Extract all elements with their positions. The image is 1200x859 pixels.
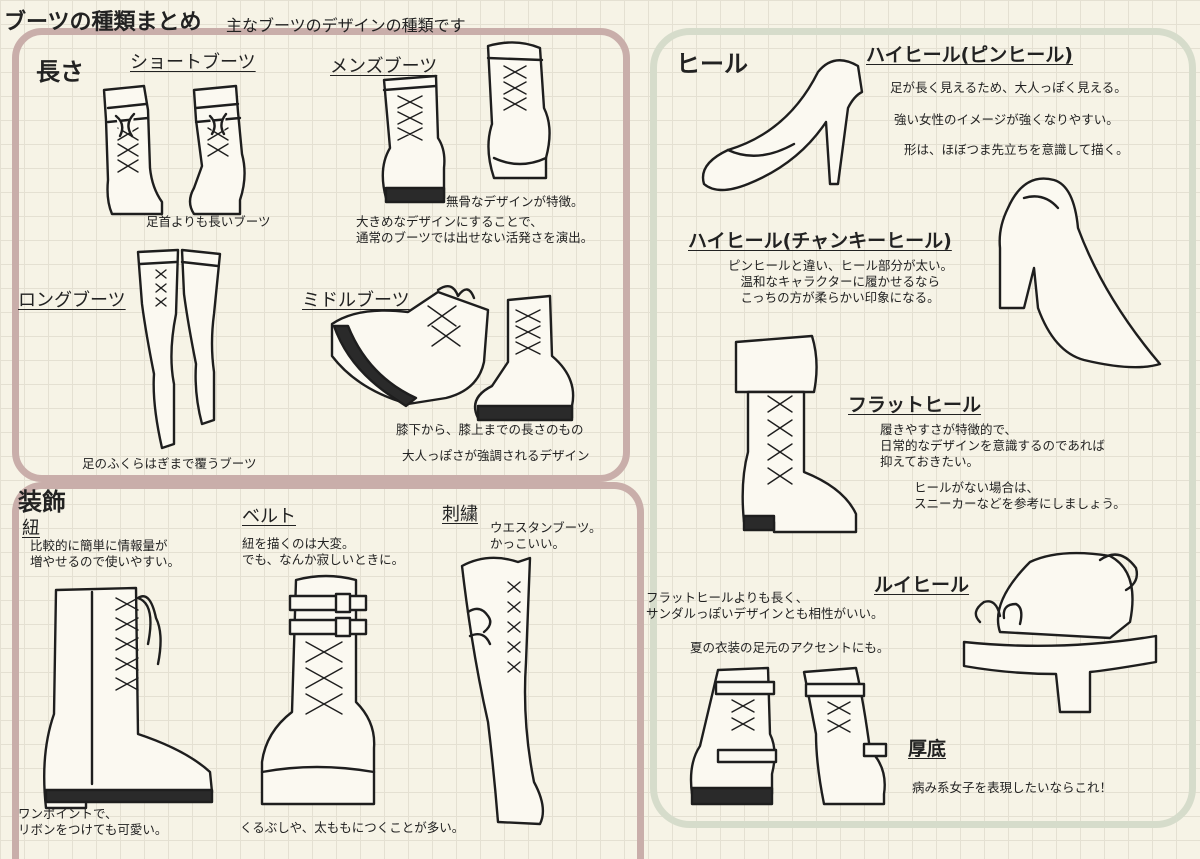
- mens-boots-note-2: 大きめなデザインにすることで、 通常のブーツでは出せない活発さを演出。: [356, 214, 594, 245]
- middle-boots-note-1: 膝下から、膝上までの長さのもの: [396, 422, 584, 437]
- pin-heel-note-1: 足が長く見えるため、大人っぽく見える。: [890, 80, 1127, 95]
- page-title: ブーツの種類まとめ: [4, 10, 202, 35]
- decoration-heading: 装飾: [18, 488, 66, 516]
- pin-heel-drawing: [701, 59, 864, 192]
- himo-note-2: ワンポイントで、 リボンをつけても可愛い。: [18, 806, 168, 837]
- mens-boots-label: メンズブーツ: [330, 56, 438, 77]
- heel-panel: [650, 28, 1196, 828]
- atsuzoko-label: 厚底: [908, 738, 947, 760]
- pin-heel-note-3: 形は、ほぼつま先立ちを意識して描く。: [904, 142, 1129, 157]
- flat-heel-note-2: ヒールがない場合は、 スニーカーなどを参考にしましょう。: [914, 480, 1126, 511]
- belt-note-2: くるぶしや、太ももにつくことが多い。: [240, 820, 465, 835]
- atsuzoko-note: 病み系女子を表現したいならこれ！: [912, 780, 1113, 795]
- louis-heel-note-1: フラットヒールよりも長く、 サンダルっぽいデザインとも相性がいい。: [646, 590, 884, 621]
- long-boots-drawing: [136, 248, 222, 450]
- length-heading: 長さ: [36, 58, 84, 86]
- long-boots-label: ロングブーツ: [18, 290, 126, 311]
- pin-heel-label: ハイヒール(ピンヒール): [866, 44, 1073, 66]
- himo-boot-drawing: [43, 586, 214, 810]
- shishu-note: ウエスタンブーツ。 かっこいい。: [490, 520, 602, 551]
- belt-label: ベルト: [242, 506, 296, 527]
- chunky-heel-label: ハイヒール(チャンキーヒール): [688, 230, 952, 252]
- heel-heading: ヒール: [676, 50, 748, 78]
- short-boots-note: 足首よりも長いブーツ: [146, 214, 271, 229]
- middle-boots-note-2: 大人っぽさが強調されるデザイン: [402, 448, 590, 463]
- himo-note-1: 比較的に簡単に情報量が 増やせるので使いやすい。: [30, 538, 181, 569]
- pin-heel-note-2: 強い女性のイメージが強くなりやすい。: [894, 112, 1119, 127]
- flat-heel-note-1: 履きやすさが特徴的で、 日常的なデザインを意識するのであれば 抑えておきたい。: [880, 422, 1105, 469]
- louis-heel-label: ルイヒール: [874, 574, 970, 596]
- himo-label: 紐: [22, 518, 40, 539]
- shishu-boot-drawing: [460, 556, 545, 826]
- middle-boots-drawing: [330, 284, 575, 422]
- flat-heel-drawing: [734, 334, 858, 534]
- louis-heel-note-2: 夏の衣装の足元のアクセントにも。: [690, 640, 890, 655]
- short-boots-drawing: [102, 84, 246, 216]
- length-panel: [12, 28, 630, 482]
- short-boots-label: ショートブーツ: [130, 52, 256, 73]
- atsuzoko-drawing: [689, 666, 888, 806]
- belt-boot-drawing: [260, 574, 376, 806]
- chunky-heel-note: ピンヒールと違い、ヒール部分が太い。 温和なキャラクターに履かせるなら こっちの…: [728, 258, 954, 305]
- flat-heel-label: フラットヒール: [848, 394, 982, 416]
- shishu-label: 刺繍: [442, 504, 478, 525]
- middle-boots-label: ミドルブーツ: [302, 290, 410, 311]
- mens-boots-drawing: [381, 41, 551, 204]
- page-lead: 主なブーツのデザインの種類です: [226, 16, 466, 35]
- mens-boots-note-1: 無骨なデザインが特徴。: [446, 194, 584, 209]
- louis-heel-drawing: [962, 551, 1158, 714]
- long-boots-note: 足のふくらはぎまで覆うブーツ: [82, 456, 257, 471]
- belt-note-1: 紐を描くのは大変。 でも、なんか寂しいときに。: [242, 536, 405, 567]
- decoration-panel: [12, 482, 644, 859]
- chunky-heel-drawing: [998, 177, 1162, 369]
